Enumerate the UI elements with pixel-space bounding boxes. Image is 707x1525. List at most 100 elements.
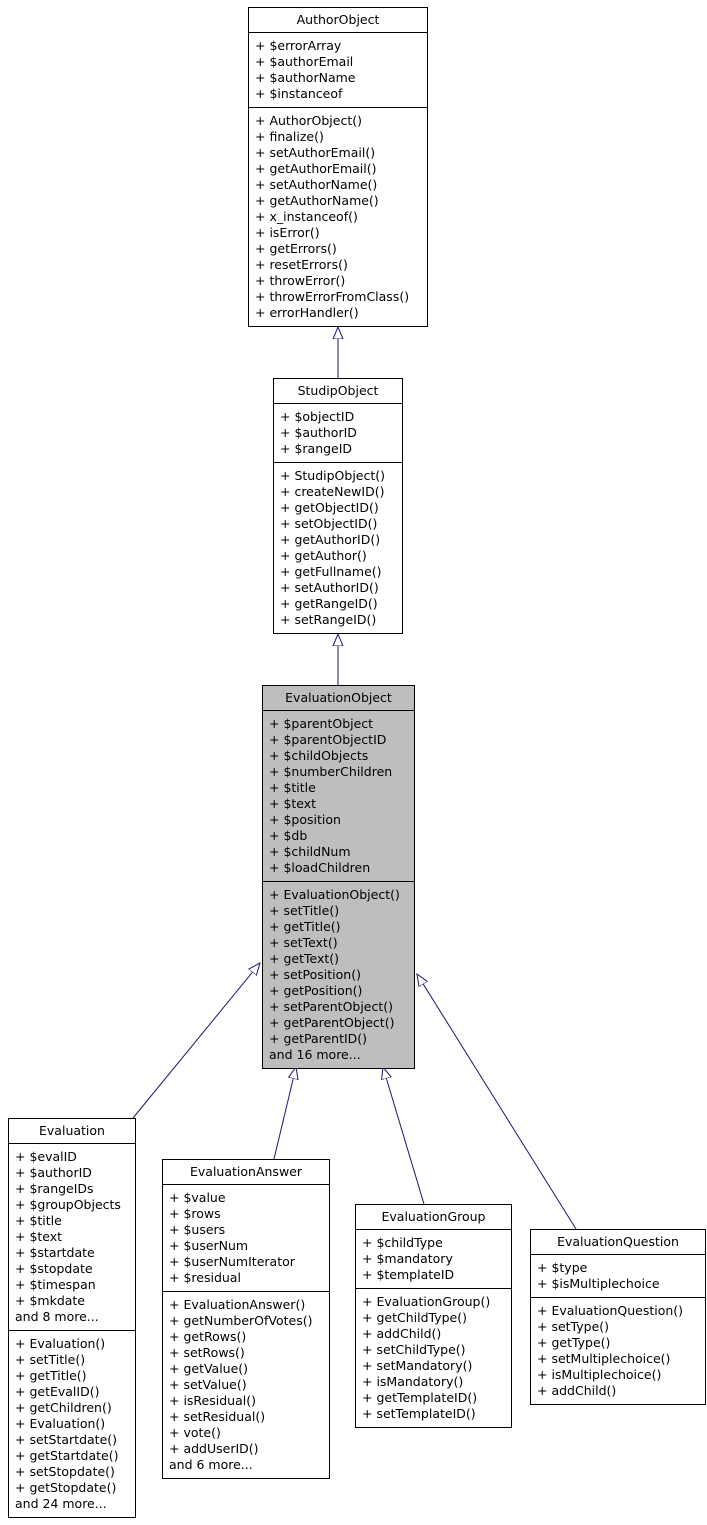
member-row: + $mkdate bbox=[15, 1293, 86, 1308]
member-row: + $authorID bbox=[15, 1165, 92, 1180]
member-row: + $childObjects bbox=[269, 748, 369, 763]
member-row: + $authorEmail bbox=[255, 54, 354, 69]
member-row: + EvaluationAnswer() bbox=[169, 1297, 306, 1312]
member-row: + getObjectID() bbox=[280, 500, 379, 515]
class-box-evaluationanswer[interactable]: EvaluationAnswer + $value+ $rows+ $users… bbox=[162, 1159, 330, 1479]
member-row: + $evalID bbox=[15, 1149, 77, 1164]
member-row: + $userNumIterator bbox=[169, 1254, 295, 1269]
member-row: and 16 more... bbox=[269, 1047, 361, 1062]
member-row: + isMandatory() bbox=[362, 1374, 464, 1389]
class-box-evaluationobject: EvaluationObject + $parentObject+ $paren… bbox=[262, 685, 415, 1069]
member-row: + setRows() bbox=[169, 1345, 245, 1360]
class-methods: + EvaluationAnswer()+ getNumberOfVotes()… bbox=[163, 1291, 329, 1478]
member-row: + $isMultiplechoice bbox=[537, 1276, 660, 1291]
member-row: + setResidual() bbox=[169, 1409, 266, 1424]
member-row: + getStopdate() bbox=[15, 1480, 117, 1495]
member-row: + $authorName bbox=[255, 70, 356, 85]
member-row: + getValue() bbox=[169, 1361, 249, 1376]
member-row: + setText() bbox=[269, 935, 338, 950]
class-box-authorobject[interactable]: AuthorObject + $errorArray+ $authorEmail… bbox=[248, 7, 428, 327]
member-row: and 6 more... bbox=[169, 1457, 253, 1472]
member-row: + getRangeID() bbox=[280, 596, 378, 611]
member-row: + getAuthorID() bbox=[280, 532, 381, 547]
member-row: + getPosition() bbox=[269, 983, 363, 998]
member-row: + x_instanceof() bbox=[255, 209, 358, 224]
member-row: + $parentObject bbox=[269, 716, 374, 731]
member-row: and 8 more... bbox=[15, 1309, 99, 1324]
member-row: + getText() bbox=[269, 951, 340, 966]
class-box-studipobject[interactable]: StudipObject + $objectID+ $authorID+ $ra… bbox=[273, 378, 403, 634]
member-row: + setTemplateID() bbox=[362, 1406, 476, 1421]
member-row: and 24 more... bbox=[15, 1496, 107, 1511]
member-row: + $rangeID bbox=[280, 441, 353, 456]
member-row: + throwError() bbox=[255, 273, 346, 288]
member-row: + setTitle() bbox=[15, 1352, 86, 1367]
class-title: EvaluationGroup bbox=[381, 1209, 486, 1224]
member-row: + StudipObject() bbox=[280, 468, 386, 483]
member-row: + Evaluation() bbox=[15, 1416, 106, 1431]
member-row: + $templateID bbox=[362, 1267, 455, 1282]
member-row: + setAuthorEmail() bbox=[255, 145, 376, 160]
member-row: + setAuthorID() bbox=[280, 580, 379, 595]
member-row: + resetErrors() bbox=[255, 257, 348, 272]
member-row: + $childType bbox=[362, 1235, 443, 1250]
class-attributes: + $childType+ $mandatory+ $templateID bbox=[356, 1229, 511, 1288]
member-row: + getAuthor() bbox=[280, 548, 367, 563]
member-row: + errorHandler() bbox=[255, 305, 359, 320]
member-row: + isResidual() bbox=[169, 1393, 256, 1408]
member-row: + addUserID() bbox=[169, 1441, 259, 1456]
member-row: + isMultiplechoice() bbox=[537, 1367, 662, 1382]
class-methods: + StudipObject()+ createNewID()+ getObje… bbox=[274, 462, 402, 633]
member-row: + $objectID bbox=[280, 409, 355, 424]
class-methods: + EvaluationQuestion()+ setType()+ getTy… bbox=[531, 1297, 705, 1404]
member-row: + getNumberOfVotes() bbox=[169, 1313, 313, 1328]
member-row: + $residual bbox=[169, 1270, 241, 1285]
arrow-evaluationquestion-to-evaluationobject bbox=[423, 984, 577, 1230]
arrow-evaluation-to-evaluationobject bbox=[132, 972, 252, 1119]
member-row: + $mandatory bbox=[362, 1251, 453, 1266]
member-row: + setMultiplechoice() bbox=[537, 1351, 671, 1366]
member-row: + $parentObjectID bbox=[269, 732, 387, 747]
member-row: + finalize() bbox=[255, 129, 324, 144]
member-row: + $numberChildren bbox=[269, 764, 393, 779]
class-methods: + EvaluationObject()+ setTitle()+ getTit… bbox=[263, 881, 414, 1068]
member-row: + $rangeIDs bbox=[15, 1181, 94, 1196]
member-row: + throwErrorFromClass() bbox=[255, 289, 410, 304]
member-row: + EvaluationObject() bbox=[269, 887, 400, 902]
class-attributes: + $objectID+ $authorID+ $rangeID bbox=[274, 403, 402, 462]
class-attributes: + $errorArray+ $authorEmail+ $authorName… bbox=[249, 32, 427, 107]
member-row: + setParentObject() bbox=[269, 999, 394, 1014]
member-row: + $title bbox=[269, 780, 316, 795]
class-title: StudipObject bbox=[297, 383, 379, 398]
member-row: + Evaluation() bbox=[15, 1336, 106, 1351]
member-row: + getChildren() bbox=[15, 1400, 112, 1415]
member-row: + getTemplateID() bbox=[362, 1390, 478, 1405]
member-row: + setRangeID() bbox=[280, 612, 377, 627]
member-row: + $loadChildren bbox=[269, 860, 371, 875]
member-row: + getTitle() bbox=[15, 1368, 87, 1383]
member-row: + setObjectID() bbox=[280, 516, 378, 531]
member-row: + getEvalID() bbox=[15, 1384, 100, 1399]
member-row: + vote() bbox=[169, 1425, 221, 1440]
class-box-evaluationgroup[interactable]: EvaluationGroup + $childType+ $mandatory… bbox=[355, 1204, 512, 1428]
class-box-evaluationquestion[interactable]: EvaluationQuestion + $type+ $isMultiplec… bbox=[530, 1229, 706, 1405]
member-row: + getChildType() bbox=[362, 1310, 467, 1325]
member-row: + setPosition() bbox=[269, 967, 361, 982]
class-methods: + Evaluation()+ setTitle()+ getTitle()+ … bbox=[9, 1330, 135, 1517]
class-methods: + AuthorObject()+ finalize()+ setAuthorE… bbox=[249, 107, 427, 326]
member-row: + addChild() bbox=[537, 1383, 617, 1398]
class-attributes: + $parentObject+ $parentObjectID+ $child… bbox=[263, 710, 414, 881]
member-row: + AuthorObject() bbox=[255, 113, 362, 128]
member-row: + getErrors() bbox=[255, 241, 337, 256]
member-row: + getStartdate() bbox=[15, 1448, 119, 1463]
member-row: + setChildType() bbox=[362, 1342, 466, 1357]
member-row: + $timespan bbox=[15, 1277, 96, 1292]
member-row: + $type bbox=[537, 1260, 588, 1275]
member-row: + setStartdate() bbox=[15, 1432, 118, 1447]
class-attributes: + $evalID+ $authorID+ $rangeIDs+ $groupO… bbox=[9, 1143, 135, 1330]
member-row: + setAuthorName() bbox=[255, 177, 378, 192]
class-box-evaluation[interactable]: Evaluation + $evalID+ $authorID+ $rangeI… bbox=[8, 1118, 136, 1518]
member-row: + setStopdate() bbox=[15, 1464, 115, 1479]
member-row: + $errorArray bbox=[255, 38, 342, 53]
